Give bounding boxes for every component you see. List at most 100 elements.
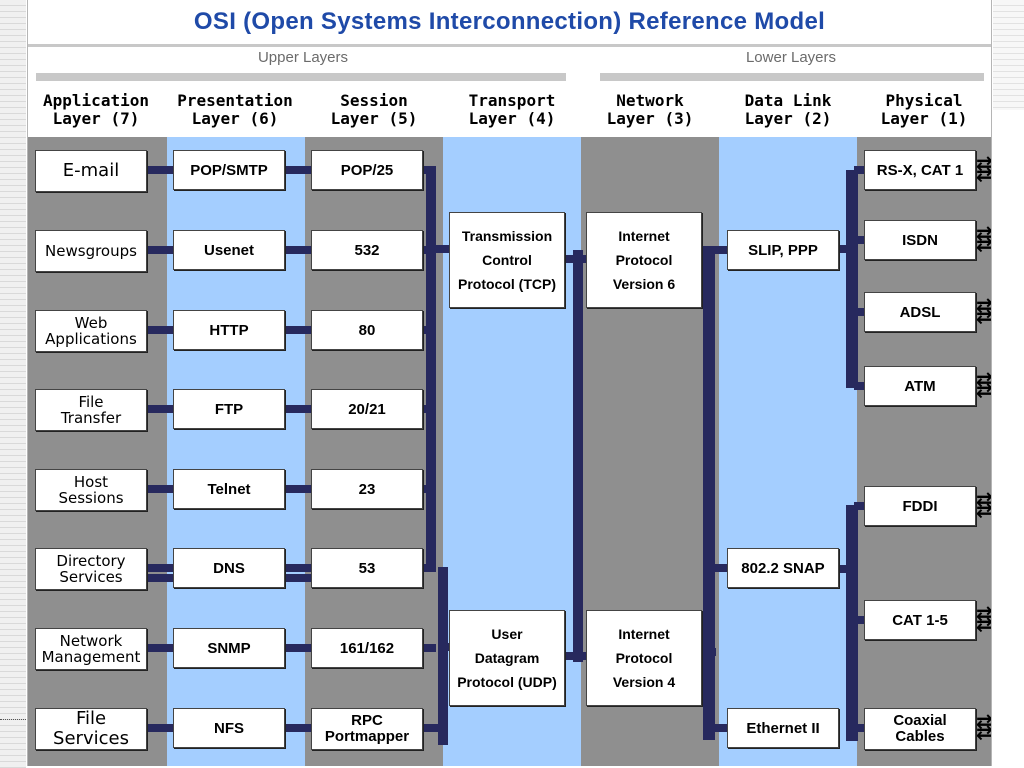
connector-line [147, 644, 173, 652]
connector-line [147, 574, 173, 582]
datalink-box-slip-ppp[interactable]: SLIP, PPP [727, 230, 839, 270]
connector-line [423, 326, 436, 334]
connector-line [854, 166, 864, 174]
bidirectional-arrow-icon: ⇄⇄ [976, 221, 992, 256]
pres-box-snmp[interactable]: SNMP [173, 628, 285, 668]
pres-box-usenet[interactable]: Usenet [173, 230, 285, 270]
session-box-532[interactable]: 532 [311, 230, 423, 270]
connector-line [565, 652, 586, 660]
datalink-box-802-2-snap[interactable]: 802.2 SNAP [727, 548, 839, 588]
connector-line [147, 405, 173, 413]
lower-layers-label: Lower Layers [745, 48, 837, 66]
session-box-20-21[interactable]: 20/21 [311, 389, 423, 429]
connector-line [854, 724, 864, 732]
connector-line [285, 644, 311, 652]
bidirectional-arrow-icon: ⇄⇄ [976, 367, 992, 402]
lan-physical-bus [846, 505, 858, 741]
slide-left-decoration [0, 0, 26, 768]
slide-right-decoration [993, 0, 1024, 110]
pres-box-http[interactable]: HTTP [173, 310, 285, 350]
pres-box-dns[interactable]: DNS [173, 548, 285, 588]
session-box-161-162[interactable]: 161/162 [311, 628, 423, 668]
session-box-80[interactable]: 80 [311, 310, 423, 350]
phys-box-cat1-5[interactable]: CAT 1-5 [864, 600, 976, 640]
phys-box-atm[interactable]: ATM [864, 366, 976, 406]
connector-line [423, 485, 436, 493]
connector-line [147, 564, 173, 572]
connector-line [715, 724, 727, 732]
connector-line [854, 308, 864, 316]
osi-diagram: OSI (Open Systems Interconnection) Refer… [27, 0, 992, 766]
connector-line [423, 405, 436, 413]
connector-line [854, 616, 864, 624]
bidirectional-arrow-icon: ⇄⇄ [976, 151, 992, 186]
session-box-pop25[interactable]: POP/25 [311, 150, 423, 190]
connector-line [565, 255, 586, 263]
connector-line [423, 724, 448, 732]
connector-line [285, 724, 311, 732]
connector-line [147, 246, 173, 254]
connector-line [854, 502, 864, 510]
connector-line [285, 246, 311, 254]
phys-box-adsl[interactable]: ADSL [864, 292, 976, 332]
app-box-newsgroups[interactable]: Newsgroups [35, 230, 147, 272]
connector-line [285, 166, 311, 174]
connector-line [423, 564, 436, 572]
connector-line [423, 166, 436, 174]
connector-line [285, 326, 311, 334]
pres-box-telnet[interactable]: Telnet [173, 469, 285, 509]
connector-line [285, 564, 311, 572]
app-box-email[interactable]: E-mail [35, 150, 147, 192]
lower-layers-bar [600, 73, 984, 81]
connector-line [854, 236, 864, 244]
datalink-box-ethernet-ii[interactable]: Ethernet II [727, 708, 839, 748]
pres-box-ftp[interactable]: FTP [173, 389, 285, 429]
connector-line [147, 485, 173, 493]
phys-box-fddi[interactable]: FDDI [864, 486, 976, 526]
session-box-23[interactable]: 23 [311, 469, 423, 509]
transport-network-bus [573, 250, 583, 662]
connector-line [147, 724, 173, 732]
connector-line [285, 574, 311, 582]
connector-line [147, 166, 173, 174]
connector-line [423, 644, 436, 652]
connector-line [285, 405, 311, 413]
connector-line [715, 246, 727, 254]
udp-session-bus [438, 567, 448, 745]
connector-line [285, 485, 311, 493]
pres-box-nfs[interactable]: NFS [173, 708, 285, 748]
network-datalink-bus [703, 248, 715, 740]
wan-physical-bus [846, 170, 858, 388]
bidirectional-arrow-icon: ⇄⇄ [976, 601, 992, 636]
upper-layers-bar [36, 73, 566, 81]
connector-line [702, 246, 716, 254]
pres-box-pop-smtp[interactable]: POP/SMTP [173, 150, 285, 190]
dotted-rule [0, 719, 28, 720]
session-box-53[interactable]: 53 [311, 548, 423, 588]
tcp-session-bus [426, 166, 436, 572]
phys-box-rsx-cat1[interactable]: RS-X, CAT 1 [864, 150, 976, 190]
connector-line [147, 326, 173, 334]
phys-box-isdn[interactable]: ISDN [864, 220, 976, 260]
bidirectional-arrow-icon: ⇄⇄ [976, 293, 992, 328]
bidirectional-arrow-icon: ⇄⇄ [976, 487, 992, 522]
upper-layers-label: Upper Layers [257, 48, 349, 66]
connector-line [715, 564, 727, 572]
